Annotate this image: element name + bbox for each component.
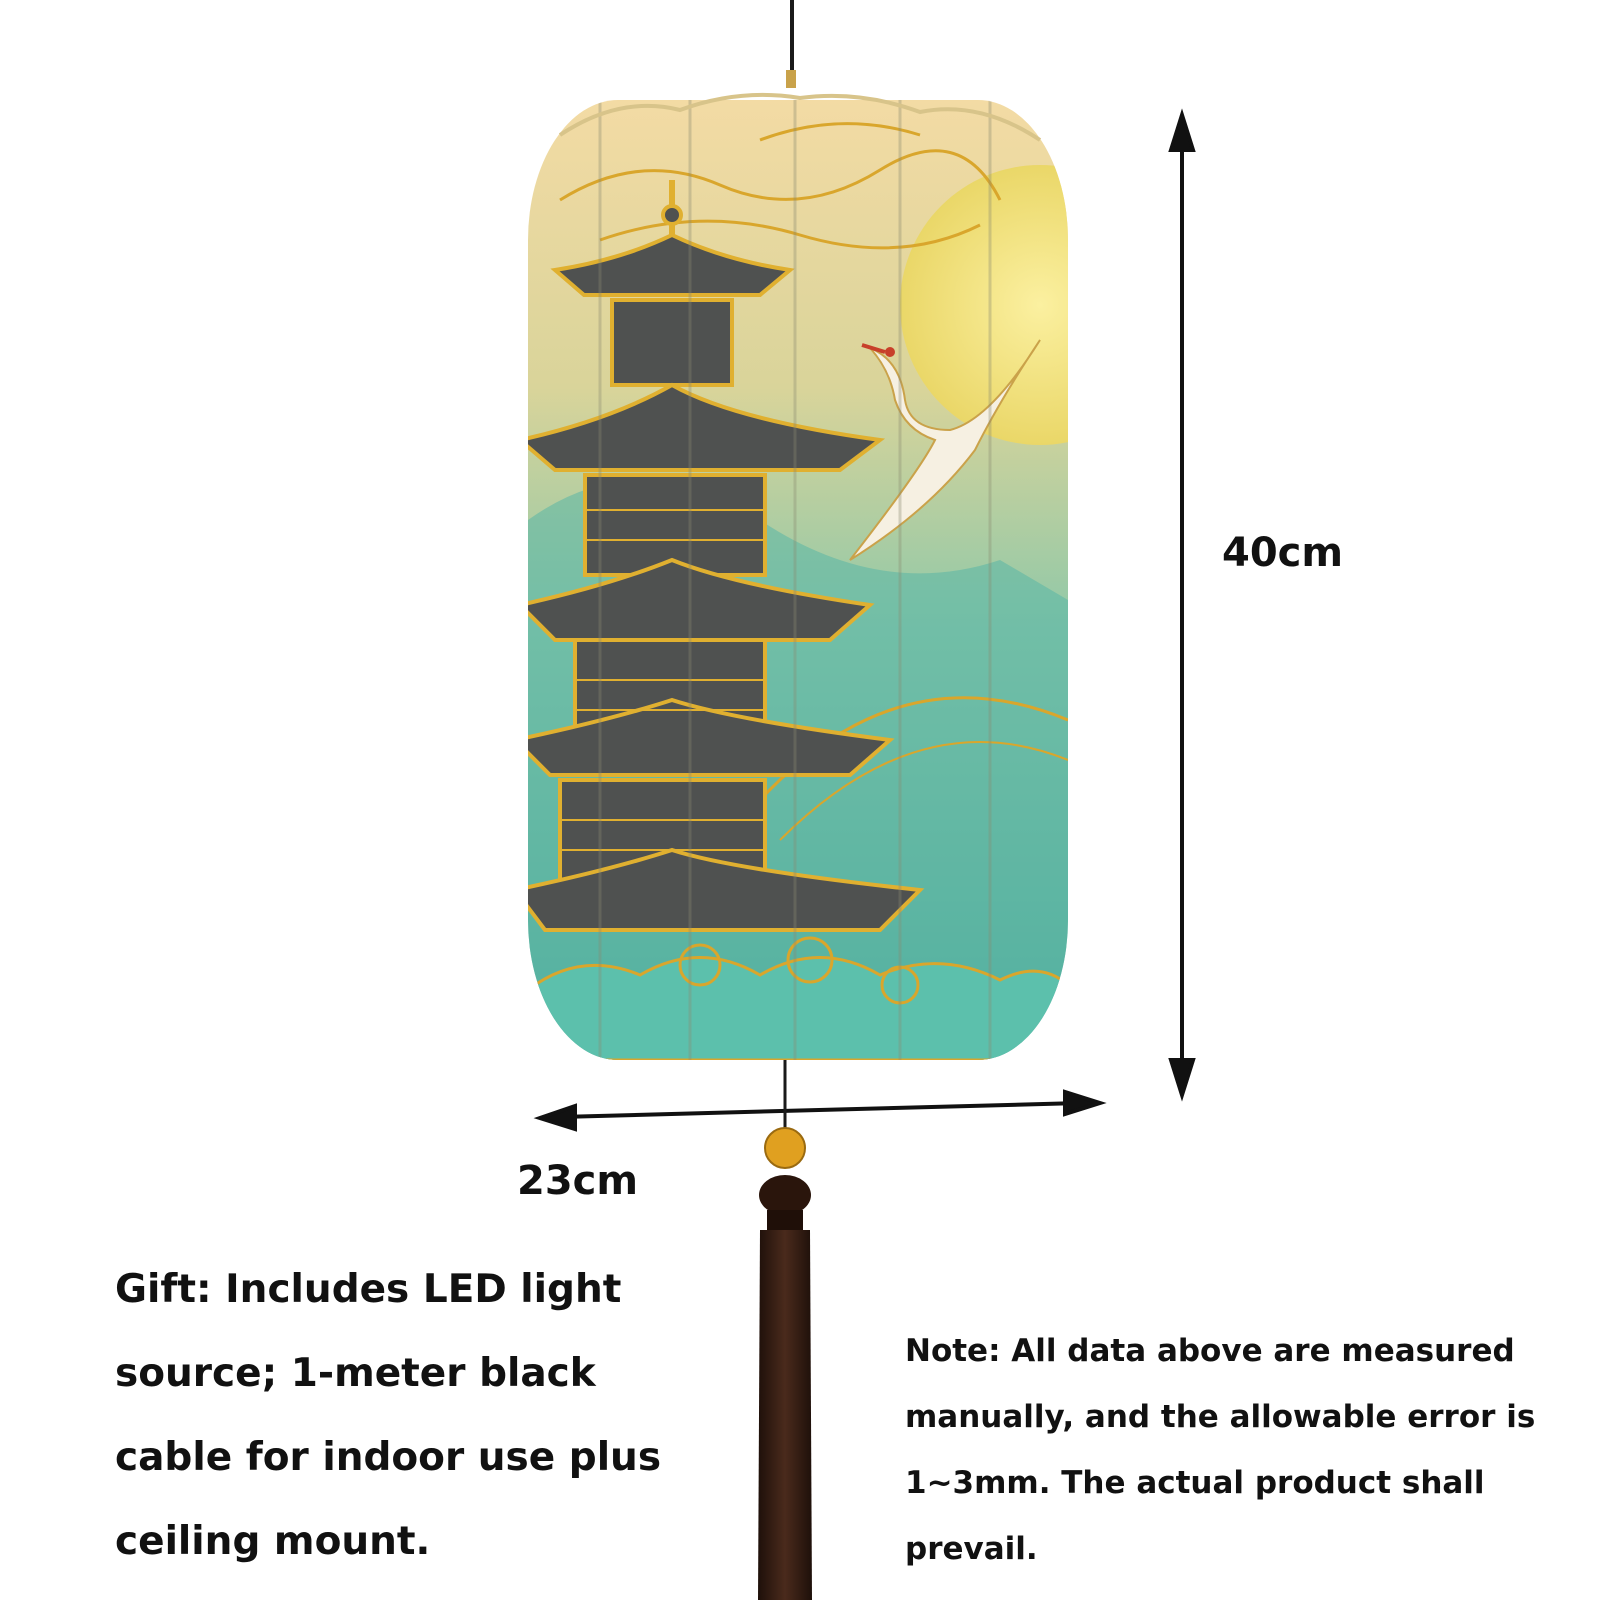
sky-clouds	[559, 122, 1002, 250]
moon	[900, 165, 1068, 445]
height-dimension-arrow	[1168, 108, 1196, 1102]
disclaimer-note: Note: All data above are measured manual…	[905, 1333, 1536, 1567]
pagoda	[528, 180, 925, 932]
waves	[528, 936, 1068, 1060]
tassel	[758, 1060, 812, 1600]
width-dimension-label: 23cm	[517, 1158, 639, 1204]
gift-note: Gift: Includes LED light source; 1-meter…	[115, 1267, 662, 1564]
width-dimension-arrow	[533, 1089, 1107, 1132]
crane	[849, 339, 1041, 561]
lantern-body	[528, 92, 1068, 1060]
lantern-ribs	[598, 100, 992, 1060]
amber-bead	[764, 1127, 806, 1169]
height-dimension-label: 40cm	[1222, 530, 1344, 576]
hanging-cable	[786, 0, 796, 88]
